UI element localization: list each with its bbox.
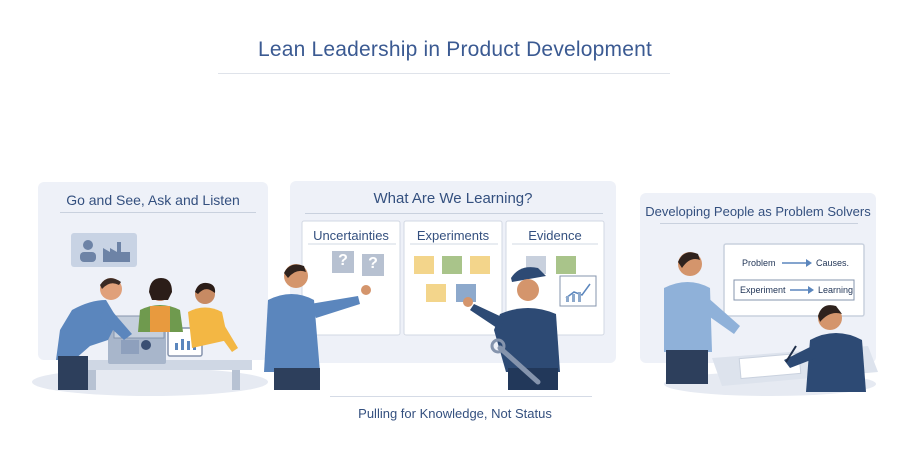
person-leader-left bbox=[56, 278, 132, 390]
flow-causes: Causes. bbox=[816, 258, 849, 268]
question-card-2 bbox=[362, 254, 384, 276]
sticky-note-yellow-2 bbox=[470, 256, 490, 274]
question-card-1 bbox=[332, 251, 354, 273]
panel-go-and-see-rule bbox=[60, 212, 256, 213]
flow-box-bottom bbox=[733, 279, 855, 301]
table-leg-left bbox=[88, 370, 96, 390]
person-coach bbox=[664, 252, 740, 384]
question-mark-2: ? bbox=[368, 255, 378, 272]
table-leg-right bbox=[232, 370, 240, 390]
person-leader-pointing bbox=[264, 264, 371, 390]
question-mark-1: ? bbox=[338, 252, 348, 269]
title-divider bbox=[218, 73, 670, 74]
panel-learning-title: What Are We Learning? bbox=[373, 190, 533, 207]
flow-experiment: Experiment bbox=[740, 285, 786, 295]
panel-learning-rule bbox=[305, 213, 603, 214]
person-engineer-right bbox=[188, 282, 238, 352]
wrench-icon bbox=[490, 338, 541, 385]
sticky-note-yellow-3 bbox=[426, 284, 446, 302]
bottom-caption: Pulling for Knowledge, Not Status bbox=[358, 406, 552, 421]
table-top bbox=[72, 360, 252, 370]
sticky-note-green-2 bbox=[556, 256, 576, 274]
column-heading-uncertainties: Uncertainties bbox=[313, 228, 389, 243]
caption-divider bbox=[330, 396, 592, 397]
flow-learning: Learning bbox=[818, 285, 853, 295]
page-title: Lean Leadership in Product Development bbox=[257, 38, 653, 61]
sticky-note-yellow-1 bbox=[414, 256, 434, 274]
column-heading-evidence: Evidence bbox=[528, 228, 582, 243]
panel-developing-people-title: Developing People as Problem Solvers bbox=[645, 204, 871, 219]
sticky-note-green-1 bbox=[442, 256, 462, 274]
person-learner bbox=[784, 305, 866, 392]
panel-developing-people-rule bbox=[660, 223, 858, 224]
flow-problem: Problem bbox=[742, 258, 776, 268]
person-engineer-center bbox=[138, 278, 183, 332]
sticky-note-blue-1 bbox=[456, 284, 476, 302]
person-icon bbox=[80, 240, 96, 262]
panel-go-and-see-title: Go and See, Ask and Listen bbox=[66, 192, 240, 208]
column-heading-experiments: Experiments bbox=[416, 228, 490, 243]
factory-icon bbox=[103, 242, 130, 262]
